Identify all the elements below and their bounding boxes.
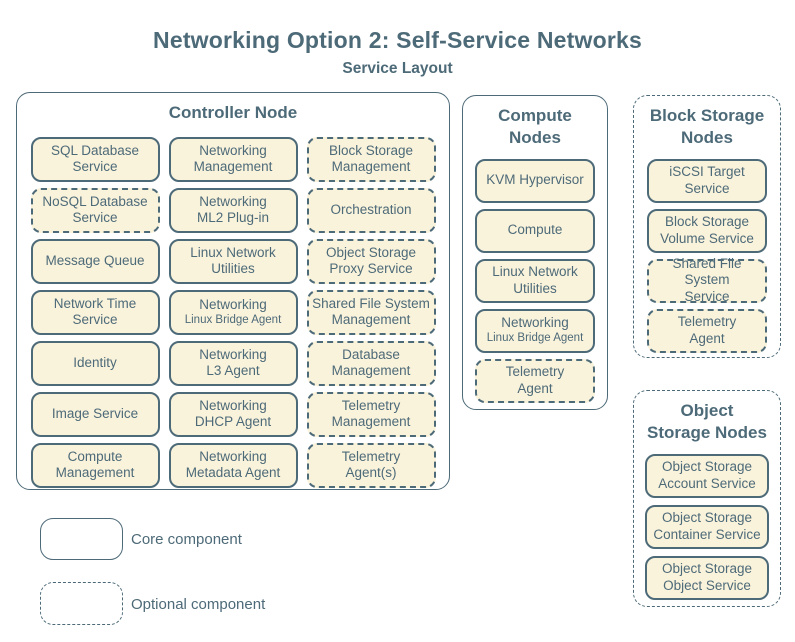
legend-optional-swatch xyxy=(40,582,123,625)
service-label: Image Service xyxy=(51,406,139,422)
service-label: Networking DHCP Agent xyxy=(194,397,272,430)
service-label: Shared File System Service xyxy=(672,255,742,304)
service-grid-compute: KVM Hypervisor Compute Linux Network Uti… xyxy=(463,158,607,403)
service-label: Orchestration xyxy=(330,202,412,218)
group-title-controller-node: Controller Node xyxy=(168,103,298,122)
service-box: Image Service xyxy=(30,391,160,437)
group-object-storage-nodes: Object Storage Nodes Object Storage Acco… xyxy=(633,390,781,607)
service-box: Object Storage Object Service xyxy=(645,555,769,600)
service-label: SQL Database Service xyxy=(50,142,140,175)
legend-optional-label: Optional component xyxy=(131,596,266,613)
service-label: Linux Network Utilities xyxy=(190,244,276,277)
service-label: iSCSI Target Service xyxy=(669,164,745,196)
service-label: Telemetry Agent(s) xyxy=(341,448,401,481)
page-subtitle: Service Layout xyxy=(342,60,453,77)
service-box: Networking ML2 Plug-in xyxy=(168,187,298,233)
service-box: Block Storage Volume Service xyxy=(647,208,767,253)
service-label: Object Storage Account Service xyxy=(658,459,756,491)
service-label: KVM Hypervisor xyxy=(486,172,584,188)
service-label: Object Storage Object Service xyxy=(661,561,753,593)
service-label: Networking xyxy=(199,296,267,312)
service-label: Database Management xyxy=(331,346,411,379)
service-box: Shared File System Service xyxy=(647,255,767,304)
service-sublabel: Linux Bridge Agent xyxy=(184,314,282,327)
service-label: Object Storage Container Service xyxy=(653,510,761,542)
service-label: Block Storage Volume Service xyxy=(660,214,754,246)
service-box: Object Storage Proxy Service xyxy=(306,238,436,284)
service-box: Telemetry Agent xyxy=(647,308,767,353)
service-box: Compute xyxy=(475,208,595,253)
service-box: iSCSI Target Service xyxy=(647,158,767,203)
service-box: KVM Hypervisor xyxy=(475,158,595,203)
service-box: Compute Management xyxy=(30,442,160,488)
service-box: Telemetry Management xyxy=(306,391,436,437)
service-label: Shared File System Management xyxy=(312,295,430,328)
service-box: Networking Metadata Agent xyxy=(168,442,298,488)
group-title-block-storage-nodes: Block Storage Nodes xyxy=(649,106,765,147)
service-box: Orchestration xyxy=(306,187,436,233)
service-label: Networking Metadata Agent xyxy=(185,448,281,481)
service-box: Identity xyxy=(30,340,160,386)
service-box: Networking DHCP Agent xyxy=(168,391,298,437)
group-title-compute-nodes: Compute Nodes xyxy=(498,106,572,147)
service-label: NoSQL Database Service xyxy=(42,193,148,226)
service-label: Networking ML2 Plug-in xyxy=(196,193,270,226)
service-box: Network Time Service xyxy=(30,289,160,335)
service-label: Telemetry Management xyxy=(331,397,411,430)
legend-core-swatch xyxy=(40,518,123,560)
service-sublabel: Linux Bridge Agent xyxy=(486,332,584,345)
service-box: Block Storage Management xyxy=(306,136,436,182)
service-label: Object Storage Proxy Service xyxy=(325,244,417,277)
group-title-object-storage-nodes: Object Storage Nodes xyxy=(647,401,767,442)
service-box: Object Storage Account Service xyxy=(645,453,769,498)
group-controller-node: Controller Node SQL Database Service Net… xyxy=(16,92,450,490)
service-box: Message Queue xyxy=(30,238,160,284)
service-grid-block-storage: iSCSI Target Service Block Storage Volum… xyxy=(634,158,780,353)
service-label: Networking Management xyxy=(193,142,273,175)
service-box: SQL Database Service xyxy=(30,136,160,182)
service-box: Shared File System Management xyxy=(306,289,436,335)
service-box: Networking Linux Bridge Agent xyxy=(475,308,595,353)
service-label: Message Queue xyxy=(45,253,145,269)
service-grid-controller: SQL Database Service Networking Manageme… xyxy=(17,136,449,488)
service-label: Network Time Service xyxy=(53,295,137,328)
service-box: Linux Network Utilities xyxy=(475,258,595,303)
service-box: Networking Management xyxy=(168,136,298,182)
service-box: Networking L3 Agent xyxy=(168,340,298,386)
page-title: Networking Option 2: Self-Service Networ… xyxy=(153,27,642,53)
legend-core-label: Core component xyxy=(131,531,242,548)
service-box: Database Management xyxy=(306,340,436,386)
service-label: Block Storage Management xyxy=(328,142,414,175)
service-label: Networking L3 Agent xyxy=(199,346,267,379)
service-label: Identity xyxy=(73,355,117,371)
group-block-storage-nodes: Block Storage Nodes iSCSI Target Service… xyxy=(633,95,781,358)
service-label: Compute xyxy=(507,222,563,238)
service-label: Compute Management xyxy=(55,448,135,481)
service-box: Linux Network Utilities xyxy=(168,238,298,284)
service-box: Telemetry Agent(s) xyxy=(306,442,436,488)
service-label: Telemetry Agent xyxy=(505,364,565,396)
service-label: Linux Network Utilities xyxy=(492,264,578,296)
group-compute-nodes: Compute Nodes KVM Hypervisor Compute Lin… xyxy=(462,95,608,410)
service-label: Telemetry Agent xyxy=(677,314,737,346)
service-box: NoSQL Database Service xyxy=(30,187,160,233)
service-grid-object-storage: Object Storage Account Service Object St… xyxy=(634,453,780,600)
service-label: Networking xyxy=(501,314,569,330)
service-box: Telemetry Agent xyxy=(475,358,595,403)
service-box: Networking Linux Bridge Agent xyxy=(168,289,298,335)
service-box: Object Storage Container Service xyxy=(645,504,769,549)
